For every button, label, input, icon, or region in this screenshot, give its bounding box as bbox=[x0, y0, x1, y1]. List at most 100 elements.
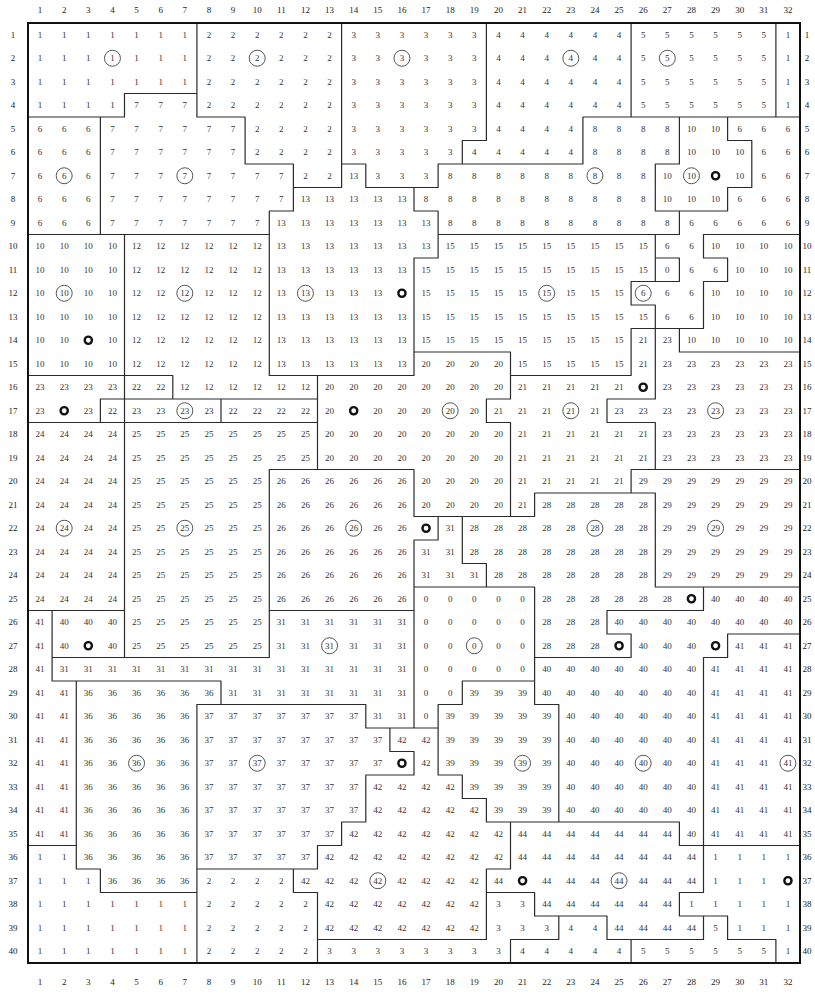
cell-value: 3 bbox=[400, 124, 405, 134]
cell-value: 12 bbox=[229, 312, 238, 322]
cell-value: 25 bbox=[156, 594, 165, 604]
cell-value: 44 bbox=[518, 852, 527, 862]
cell-value: 41 bbox=[735, 829, 744, 839]
cell-value: 15 bbox=[542, 288, 551, 298]
cell-value: 10 bbox=[60, 359, 69, 369]
cell-value: 31 bbox=[277, 664, 286, 674]
cell-value: 12 bbox=[253, 241, 262, 251]
cell-value: 10 bbox=[36, 312, 45, 322]
cell-value: 44 bbox=[518, 829, 527, 839]
cell-value: 2 bbox=[231, 876, 236, 886]
cell-value: 8 bbox=[472, 194, 477, 204]
cell-value: 4 bbox=[520, 100, 525, 110]
cell-value: 42 bbox=[422, 758, 431, 768]
cell-value: 1 bbox=[786, 946, 791, 956]
cell-value: 29 bbox=[711, 523, 720, 533]
cell-value: 20 bbox=[470, 359, 479, 369]
cell-value: 26 bbox=[397, 476, 406, 486]
cell-value: 42 bbox=[373, 782, 382, 792]
cell-value: 1 bbox=[134, 946, 139, 956]
cell-value: 1 bbox=[737, 852, 742, 862]
cell-value: 3 bbox=[424, 147, 429, 157]
cell-value: 42 bbox=[373, 805, 382, 815]
cell-value: 29 bbox=[759, 570, 768, 580]
cell-value: 20 bbox=[373, 382, 382, 392]
cell-value: 23 bbox=[84, 406, 93, 416]
cell-value: 1 bbox=[134, 30, 139, 40]
cell-value: 3 bbox=[448, 147, 453, 157]
cell-value: 21 bbox=[566, 453, 575, 463]
cell-value: 40 bbox=[663, 664, 672, 674]
cell-value: 15 bbox=[639, 241, 648, 251]
column-number: 27 bbox=[663, 977, 672, 987]
cell-value: 3 bbox=[448, 53, 453, 63]
column-number: 8 bbox=[207, 5, 212, 15]
cell-value: 23 bbox=[711, 382, 720, 392]
cell-value: 36 bbox=[180, 805, 189, 815]
row-number: 9 bbox=[11, 218, 16, 228]
cell-value: 28 bbox=[566, 500, 575, 510]
cell-value: 42 bbox=[373, 876, 382, 886]
cell-value: 29 bbox=[663, 570, 672, 580]
cell-value: 7 bbox=[279, 171, 284, 181]
cell-value: 2 bbox=[327, 171, 332, 181]
center-circle bbox=[56, 285, 72, 301]
cell-value: 41 bbox=[711, 711, 720, 721]
cell-value: 13 bbox=[349, 265, 358, 275]
cell-value: 3 bbox=[400, 77, 405, 87]
cell-value: 41 bbox=[759, 711, 768, 721]
cell-value: 31 bbox=[373, 688, 382, 698]
cell-value: 42 bbox=[325, 852, 334, 862]
cell-value: 10 bbox=[687, 171, 696, 181]
cell-value: 2 bbox=[303, 923, 308, 933]
cell-value: 37 bbox=[229, 829, 238, 839]
cell-value: 7 bbox=[110, 194, 115, 204]
row-number: 24 bbox=[803, 570, 812, 580]
cell-value: 4 bbox=[544, 100, 549, 110]
cell-value: 36 bbox=[132, 711, 141, 721]
cell-value: 2 bbox=[303, 100, 308, 110]
cell-value: 12 bbox=[156, 359, 165, 369]
cell-value: 13 bbox=[325, 288, 334, 298]
cell-value: 29 bbox=[687, 500, 696, 510]
cell-value: 8 bbox=[424, 194, 429, 204]
cell-value: 41 bbox=[735, 688, 744, 698]
cell-value: 40 bbox=[759, 617, 768, 627]
cell-value: 20 bbox=[373, 406, 382, 416]
cell-value: 10 bbox=[84, 265, 93, 275]
cell-value: 42 bbox=[494, 829, 503, 839]
cell-value: 37 bbox=[349, 711, 358, 721]
cell-value: 26 bbox=[277, 476, 286, 486]
cell-value: 0 bbox=[520, 594, 525, 604]
cell-value: 1 bbox=[762, 899, 767, 909]
cell-value: 37 bbox=[253, 758, 262, 768]
cell-value: 25 bbox=[204, 476, 213, 486]
cell-value: 26 bbox=[277, 594, 286, 604]
cell-value: 8 bbox=[544, 171, 549, 181]
cell-value: 0 bbox=[520, 641, 525, 651]
cell-value: 10 bbox=[108, 265, 117, 275]
cell-value: 25 bbox=[253, 476, 262, 486]
cell-value: 25 bbox=[132, 570, 141, 580]
cell-value: 31 bbox=[422, 570, 431, 580]
cell-value: 15 bbox=[566, 265, 575, 275]
column-number: 26 bbox=[639, 977, 648, 987]
cell-value: 40 bbox=[590, 735, 599, 745]
cell-value: 31 bbox=[60, 664, 69, 674]
cell-value: 20 bbox=[349, 429, 358, 439]
cell-value: 13 bbox=[301, 288, 310, 298]
cell-value: 37 bbox=[325, 711, 334, 721]
cell-value: 3 bbox=[376, 30, 381, 40]
map-frame bbox=[28, 23, 800, 963]
cell-value: 28 bbox=[615, 594, 624, 604]
cell-value: 31 bbox=[204, 664, 213, 674]
cell-value: 44 bbox=[542, 852, 551, 862]
row-number: 29 bbox=[803, 688, 812, 698]
column-number: 6 bbox=[158, 5, 163, 15]
cell-value: 3 bbox=[448, 77, 453, 87]
cell-value: 12 bbox=[180, 382, 189, 392]
cell-value: 37 bbox=[325, 758, 334, 768]
cell-value: 6 bbox=[38, 218, 43, 228]
cell-value: 21 bbox=[615, 429, 624, 439]
row-number: 38 bbox=[9, 899, 18, 909]
